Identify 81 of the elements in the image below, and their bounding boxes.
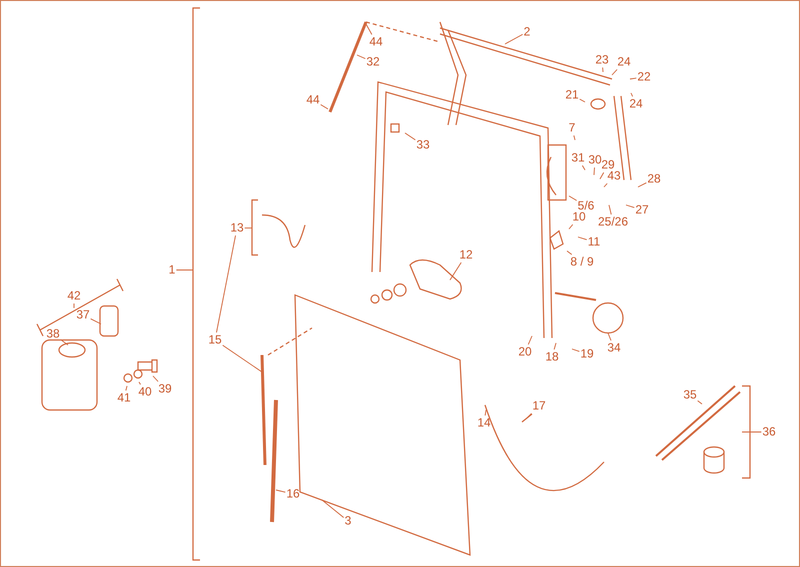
leader-line	[138, 382, 141, 385]
callout-number: 12	[459, 248, 473, 262]
leader-line	[484, 410, 486, 416]
callout-number: 36	[762, 426, 776, 438]
callout-number: 17	[532, 400, 546, 412]
callout-number: 18	[545, 350, 559, 364]
callout-number: 24	[629, 98, 643, 110]
callout-number: 19	[580, 348, 594, 360]
leader-line	[404, 132, 416, 140]
leader-line	[608, 332, 612, 341]
leader-line	[276, 490, 286, 493]
leader-line	[638, 182, 647, 188]
callout-number: 11	[588, 236, 600, 248]
leader-line	[450, 262, 462, 280]
callout-number: 40	[138, 386, 152, 398]
callout-number: 44	[306, 94, 320, 106]
leader-line	[566, 250, 572, 255]
leader-line	[526, 413, 532, 418]
callout-number: 16	[286, 488, 300, 500]
leader-line	[600, 172, 604, 180]
leader-line	[630, 78, 637, 80]
leader-line	[90, 318, 102, 324]
leader-line	[60, 339, 68, 346]
leader-line	[366, 24, 372, 35]
leader-line	[626, 204, 635, 208]
leader-line	[554, 342, 556, 350]
leader-line	[568, 224, 574, 230]
leader-line	[630, 92, 634, 97]
callout-number: 42	[67, 290, 81, 302]
leader-line	[528, 336, 532, 345]
callout-number: 38	[46, 328, 60, 340]
leader-line	[152, 376, 159, 382]
callout-number: 2	[524, 26, 530, 38]
leader-line	[612, 69, 618, 76]
callout-number: 14	[477, 416, 491, 430]
callout-number: 13	[230, 222, 244, 234]
leader-line	[582, 165, 586, 170]
leader-line	[216, 235, 236, 333]
callout-number: 32	[366, 56, 380, 68]
leader-line	[356, 54, 366, 60]
callout-number: 44	[369, 36, 383, 48]
leader-line	[573, 135, 576, 140]
callout-number: 15	[208, 334, 222, 346]
callout-number: 37	[76, 308, 90, 322]
callout-number: 7	[568, 122, 576, 134]
callout-number: 5/6	[578, 200, 594, 212]
callout-number: 8 / 9	[570, 256, 594, 268]
leader-line	[697, 400, 702, 404]
callout-number: 21	[565, 88, 579, 102]
callout-number: 27	[635, 204, 649, 216]
leader-line	[579, 98, 586, 102]
callout-number: 34	[607, 342, 621, 354]
callout-number: 3	[344, 514, 352, 528]
leader-line	[604, 183, 608, 188]
leader-line	[568, 196, 578, 201]
leader-line	[578, 236, 588, 240]
callout-number: 25/26	[598, 216, 628, 228]
leader-line	[322, 500, 344, 518]
callout-number: 22	[637, 70, 651, 84]
callout-number: 28	[647, 172, 661, 186]
callout-number: 30	[588, 154, 602, 166]
callout-number: 41	[117, 392, 131, 404]
leader-line	[602, 67, 604, 72]
leader-line	[608, 204, 612, 215]
callout-number: 1	[168, 264, 176, 276]
leader-line	[572, 348, 580, 352]
callout-number: 33	[416, 138, 430, 152]
callout-number: 31	[571, 152, 585, 164]
callout-number: 10	[572, 210, 586, 224]
callout-number: 43	[607, 170, 621, 182]
leader-line	[125, 386, 128, 391]
callout-number: 39	[158, 382, 172, 396]
leader-line	[504, 34, 524, 44]
callout-number: 35	[683, 388, 697, 402]
callout-number: 24	[617, 56, 631, 68]
leader-line	[320, 104, 328, 110]
callout-number: 23	[595, 54, 609, 66]
callout-number: 20	[518, 346, 532, 358]
leader-line	[222, 344, 262, 372]
leader-line	[594, 167, 595, 176]
callout-number: 29	[601, 158, 615, 172]
